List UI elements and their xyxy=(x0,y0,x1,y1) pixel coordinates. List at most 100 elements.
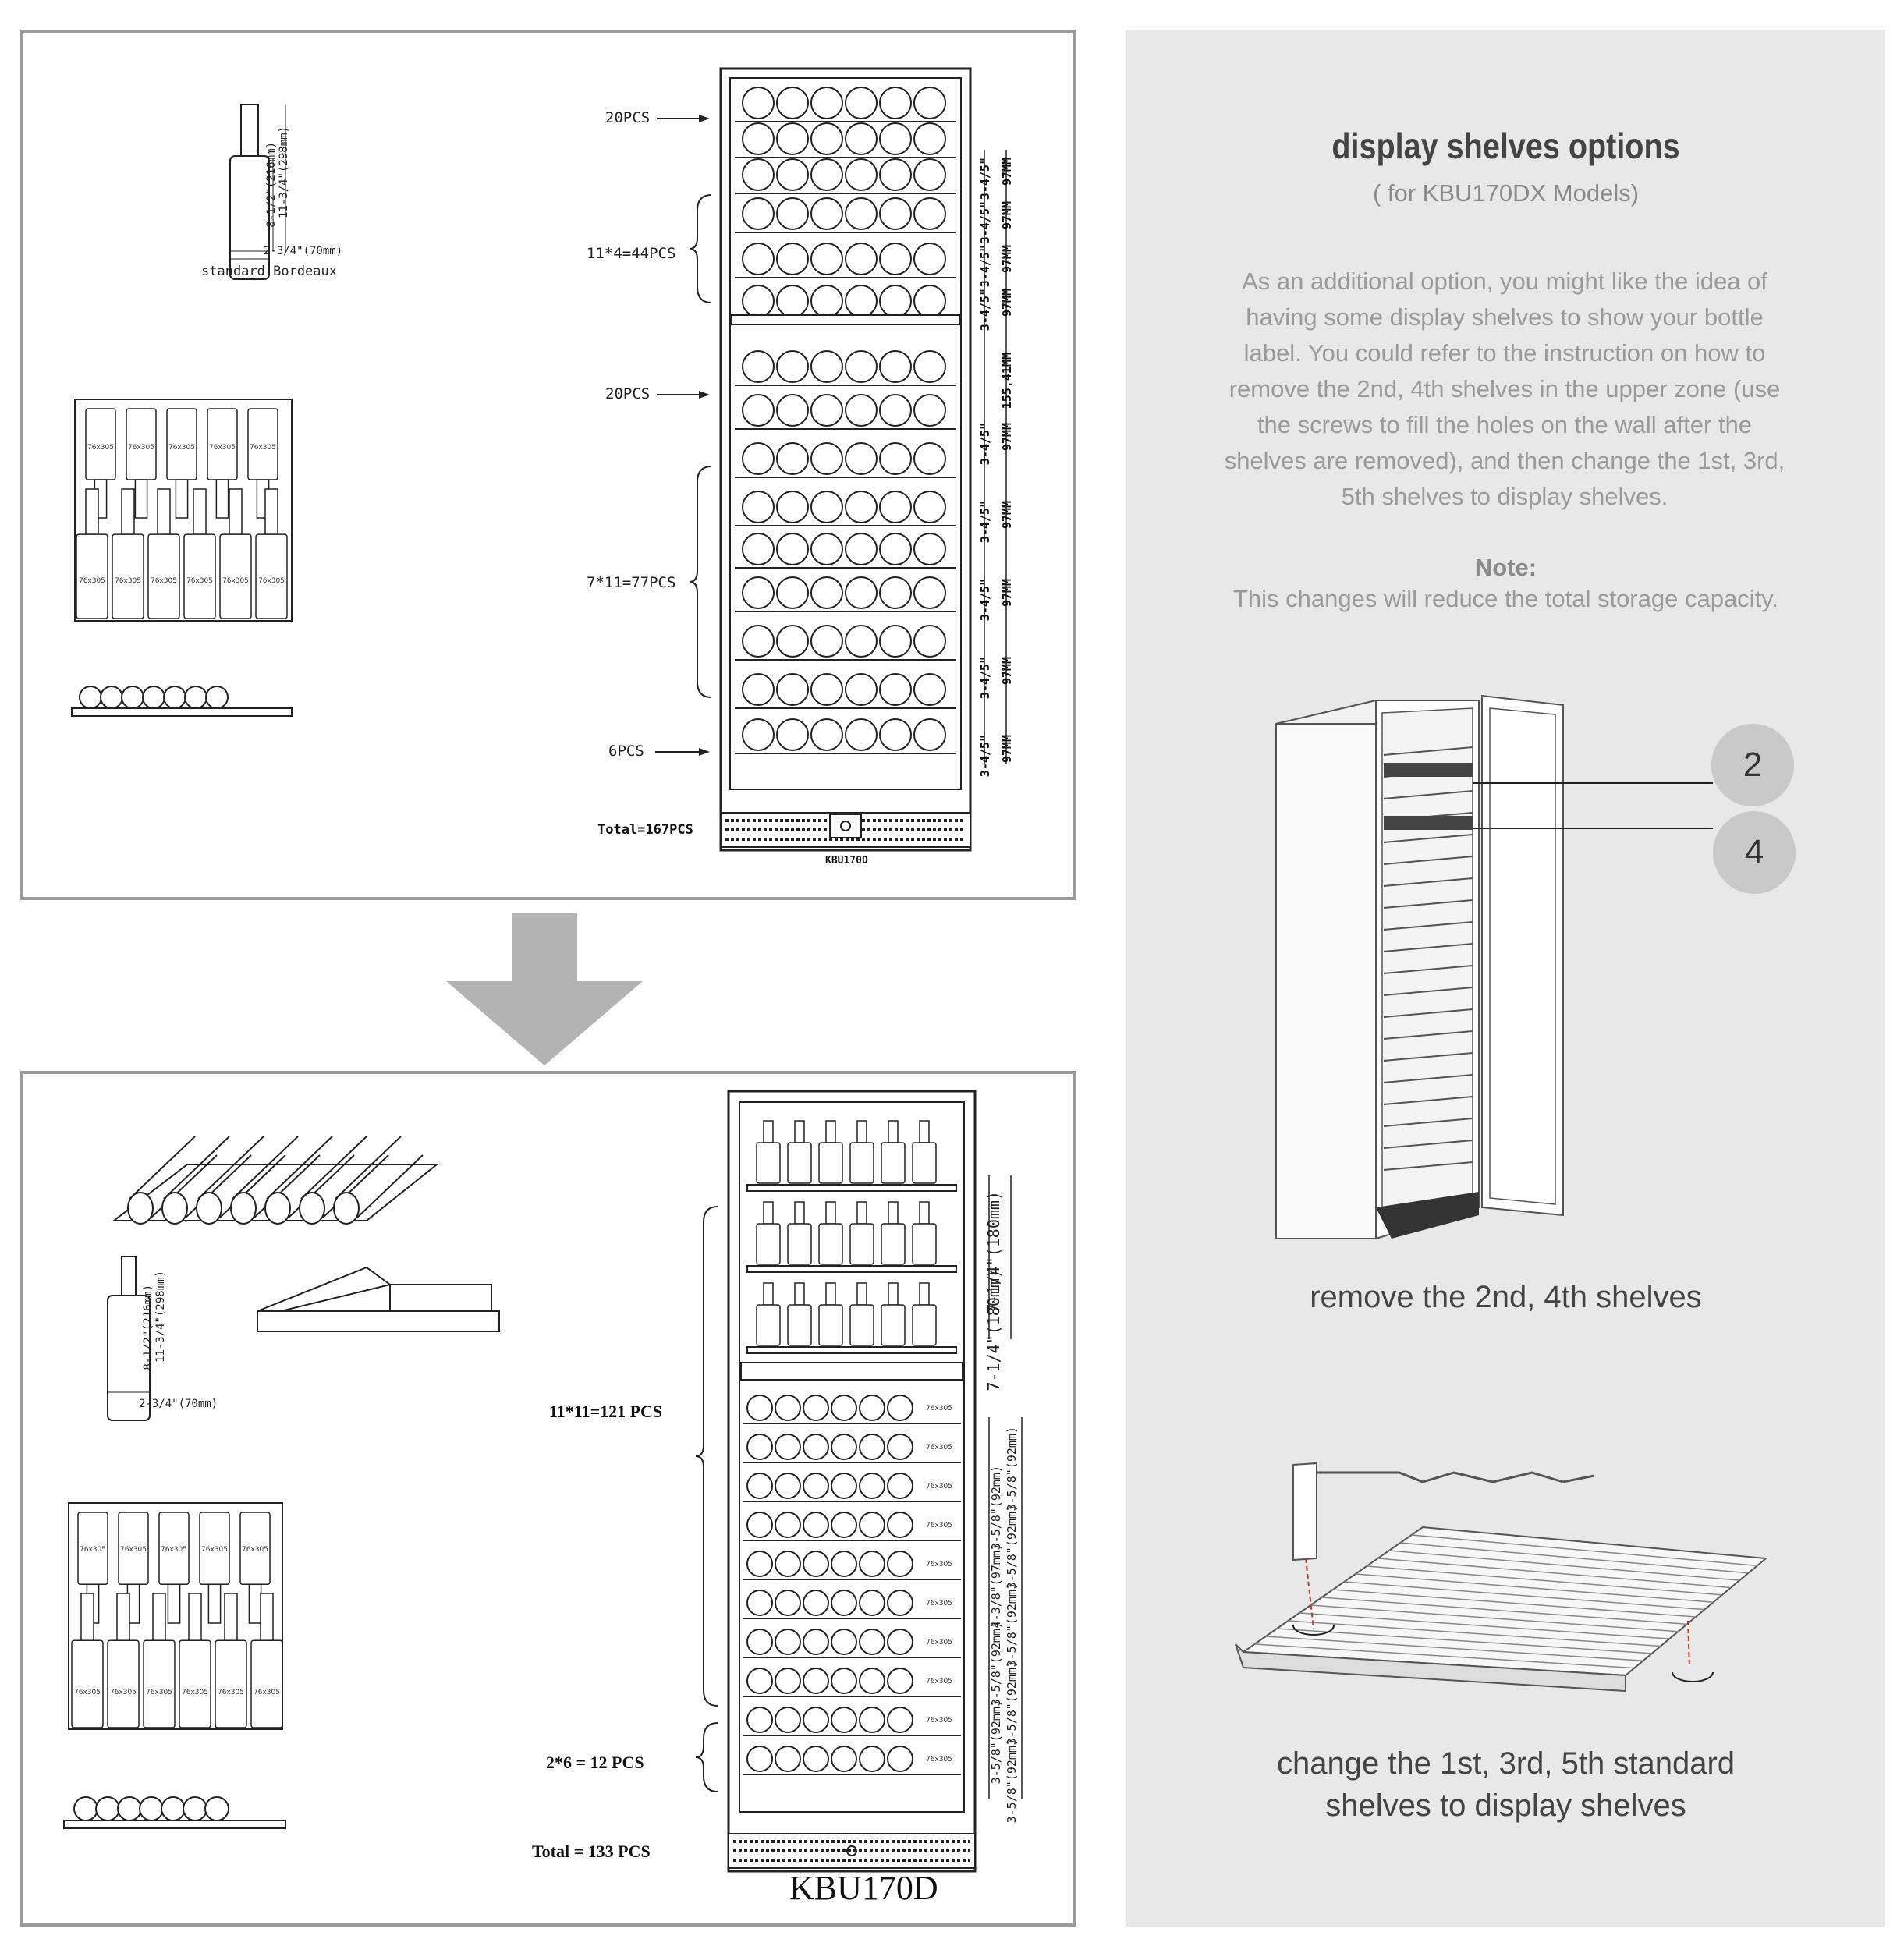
bottle-end xyxy=(913,718,946,751)
bottle-body xyxy=(818,1142,843,1184)
bottle-neck xyxy=(215,479,229,519)
bottle-neck xyxy=(856,1282,867,1306)
shelf-frame xyxy=(1241,1526,1768,1677)
bottle-body xyxy=(912,1142,937,1184)
bottle-end xyxy=(95,1796,120,1821)
bottle-end xyxy=(879,442,912,475)
bottle-end xyxy=(810,350,843,383)
pointer-arrowhead xyxy=(699,748,710,756)
model-label: KBU170D xyxy=(789,1869,938,1907)
bottle-size-label: 76x305 xyxy=(74,1689,101,1696)
bottle-end xyxy=(776,285,809,317)
bottle-end xyxy=(913,442,946,475)
bottle-neck xyxy=(167,1583,181,1624)
bottle-neck xyxy=(152,1593,166,1641)
bottle-end xyxy=(887,1668,913,1694)
bottle-neck xyxy=(763,1201,774,1225)
shelf-spacing-fraction-9: 3-4/5" xyxy=(978,735,992,778)
bottle-end xyxy=(803,1707,829,1733)
shelf-spacing-fraction-8: 3-4/5" xyxy=(978,657,992,700)
model-label: KBU170D xyxy=(825,855,868,867)
shelf-edge xyxy=(1383,943,1473,952)
bottle-end xyxy=(887,1395,913,1421)
cabinet-inner xyxy=(739,1101,965,1813)
bottle-end xyxy=(831,1551,857,1577)
bottle-end xyxy=(73,1796,98,1821)
bottle-end xyxy=(264,1192,291,1225)
shelf-spacing-fraction-5: 3-4/5" xyxy=(978,423,992,466)
bottle-end xyxy=(776,87,809,119)
shelf-edge xyxy=(1383,1118,1473,1127)
bottle-end xyxy=(742,243,775,275)
bottle-end xyxy=(776,442,809,475)
bottle-end xyxy=(913,576,946,609)
bottle-end xyxy=(79,686,102,709)
bottle-body xyxy=(76,533,108,619)
shelf-spacing-mm-7: 97MM xyxy=(1000,579,1014,608)
bottle-end xyxy=(803,1551,829,1577)
bottle-end xyxy=(775,1707,801,1733)
bottle-neck xyxy=(157,488,171,535)
bottle-end xyxy=(859,1551,885,1577)
bottle-end xyxy=(831,1746,857,1772)
zone-gap-dim: 155,41MM xyxy=(1000,353,1014,409)
pointer-arrowhead xyxy=(699,115,710,122)
bottle-side xyxy=(232,1136,299,1200)
lock-icon xyxy=(840,821,851,831)
control-panel xyxy=(740,1362,963,1381)
bottle-end xyxy=(183,1796,207,1821)
bottle-end xyxy=(859,1473,885,1499)
bottle-neck xyxy=(240,104,259,158)
bottle-end xyxy=(887,1590,913,1616)
bottle-end xyxy=(139,1796,164,1821)
bottle-end xyxy=(845,243,878,275)
bottle-end xyxy=(742,442,775,475)
bottle-neck xyxy=(794,1201,805,1225)
shelf-spacing-fraction-6: 3-4/5" xyxy=(978,501,992,544)
bottle-body xyxy=(881,1304,906,1346)
shelf-slat xyxy=(1411,1534,1757,1567)
shelf-edge xyxy=(1383,856,1473,865)
bottle-size-label: 76x305 xyxy=(168,444,195,452)
bottle-size-label: 76x305 xyxy=(161,1546,187,1554)
shelf-slat xyxy=(1321,1597,1687,1625)
shelf-slat xyxy=(1332,1589,1697,1618)
bottle-size-label: 76x305 xyxy=(926,1405,952,1413)
total-label: Total = 133 PCS xyxy=(532,1842,651,1861)
bottle-end xyxy=(845,285,878,317)
bottle-end xyxy=(775,1512,801,1538)
total-label: Total=167PCS xyxy=(597,822,693,838)
bottle-end xyxy=(831,1707,857,1733)
bottle-side xyxy=(129,1136,196,1200)
bottle-end xyxy=(913,122,946,155)
count-label-lower: 2*6 = 12 PCS xyxy=(546,1753,644,1772)
bottle-end xyxy=(845,491,878,523)
bottle-neck xyxy=(825,1120,836,1143)
bottle-length-dim: 11-3/4"(298mm) xyxy=(278,126,290,219)
bottle-end xyxy=(775,1395,801,1421)
bottle-end xyxy=(742,158,775,191)
bottle-end xyxy=(879,243,912,275)
bottle-neck xyxy=(229,488,243,535)
shelf-edge xyxy=(1383,877,1473,887)
bottle-end xyxy=(161,1192,188,1225)
shelf-spacing-dim-2: 3-5/8"(92mm) xyxy=(989,1466,1003,1551)
bottle-end xyxy=(803,1473,829,1499)
shelf-slat xyxy=(1310,1604,1679,1632)
bottle-end xyxy=(831,1590,857,1616)
bottle-end xyxy=(845,122,878,155)
bottle-body xyxy=(143,1639,176,1728)
bottle-neck xyxy=(888,1120,899,1143)
bottle-size-label: 76x305 xyxy=(250,444,276,452)
bottle-neck xyxy=(919,1282,930,1306)
bottle-end xyxy=(831,1629,857,1655)
display-spacing-dim-2: 7-1/4"(180mm) xyxy=(984,1269,1003,1391)
bottle-size-label: 76x305 xyxy=(182,1689,208,1696)
kick-plate xyxy=(1376,1192,1479,1239)
bottle-end xyxy=(845,533,878,565)
bottle-end xyxy=(913,285,946,317)
bottle-size-label: 76x305 xyxy=(254,1689,280,1696)
bottle-body xyxy=(147,533,180,619)
bottle-end xyxy=(879,394,912,427)
bottle-neck xyxy=(763,1282,774,1306)
